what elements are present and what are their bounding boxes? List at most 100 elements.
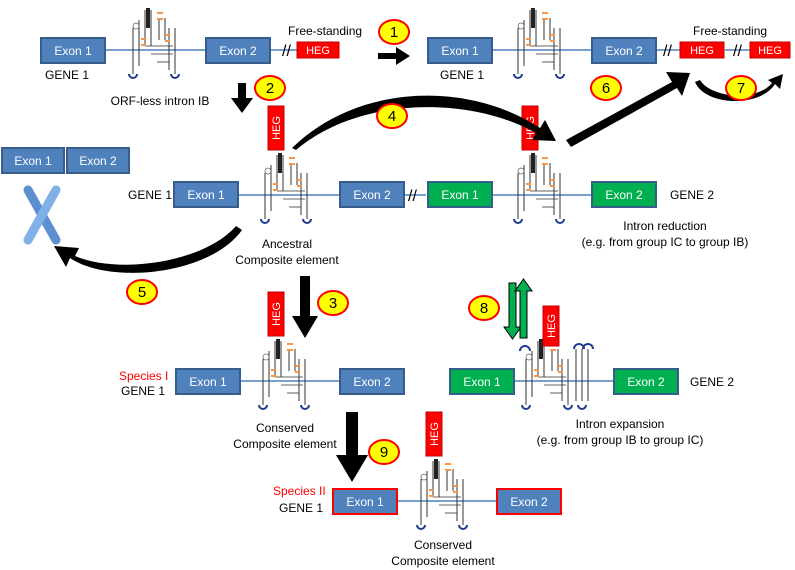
heg-label: HEG [546,314,558,338]
step-number: 6 [602,80,610,97]
step-marker: 4 [376,103,408,129]
orf-less-intron-label: ORF-less intron IB [111,94,210,108]
arrow-step-9 [336,412,368,482]
heg-label: HEG [271,302,283,326]
heg-box [296,41,340,59]
heg-label: HEG [429,422,441,446]
exon-label: Exon 2 [353,188,391,202]
species-1-construct: HEG Exon 1 Exon 2 Species I GENE 1 Conse… [119,291,405,451]
exon-label: Exon 2 [510,495,548,509]
intron-expansion-example: (e.g. from group IB to group IC) [537,433,704,447]
gene-label: GENE 1 [440,68,484,82]
conserved-label: Conserved [256,421,314,435]
step-marker: 9 [368,439,400,465]
exon-box [427,181,493,208]
step-number: 3 [329,295,337,312]
gene-label: GENE 1 [121,384,165,398]
step-marker: 5 [126,279,158,305]
intron-reduction-example: (e.g. from group IC to group IB) [582,235,749,249]
break-mark: // [733,43,742,60]
exon-box [205,37,271,64]
heg-label: HEG [690,45,714,57]
step-number: 4 [388,108,396,125]
exon-label: Exon 1 [14,154,52,168]
species-label: Species I [119,369,168,383]
arrow-step-6 [566,72,690,147]
exon-box [175,368,241,395]
free-standing-label: Free-standing [693,24,767,38]
exon-box [332,488,398,515]
step-marker: 8 [468,295,500,321]
exon-box [496,488,562,515]
break-mark: // [408,188,417,205]
step-number: 9 [380,444,388,461]
arrow-step-1 [378,47,410,65]
exon-box [1,147,65,174]
arrow-step-7 [695,74,783,102]
heg-box [425,411,443,457]
crossover-icon [23,185,61,245]
exon-label: Exon 1 [189,375,227,389]
exon-box [339,181,405,208]
exon-label: Exon 1 [54,44,92,58]
step-number: 7 [737,80,745,97]
intron-structure-icon [513,7,565,79]
heg-box [267,291,285,337]
ancestral-composite-construct: HEG HEG Exon 1 Exon 2 // Exon 1 Exon 2 G… [128,105,749,267]
free-standing-label: Free-standing [288,24,362,38]
step-marker: 7 [725,75,757,101]
ancestral-label: Ancestral [262,237,312,251]
heg-box [267,105,285,151]
arrow-step-5 [54,226,242,273]
arrow-step-2 [231,83,253,113]
recombined-exons: Exon 1 Exon 2 [1,147,130,245]
orf-less-intron-construct: Exon 1 Exon 2 GENE 1 ORF-less intron IB … [40,7,362,108]
exon-label: Exon 2 [605,44,643,58]
step-marker: 2 [254,75,286,101]
heg-box [679,41,725,59]
exon-label: Exon 1 [187,188,225,202]
exon-box [591,37,657,64]
species-2-construct: HEG Exon 1 Exon 2 Species II GENE 1 Cons… [273,411,562,568]
heg-box [542,305,560,347]
exon-label: Exon 1 [441,188,479,202]
exon-box [173,181,239,208]
gene-label: GENE 1 [279,501,323,515]
exon-label: Exon 2 [79,154,117,168]
composite-element-label: Composite element [235,253,339,267]
heg-label: HEG [271,116,283,140]
step-number: 2 [266,80,274,97]
intron-structure-icon [260,152,312,224]
step-marker: 1 [378,19,410,45]
intron-expansion-label: Intron expansion [576,417,665,431]
step-marker: 3 [317,290,349,316]
exon-label: Exon 2 [627,375,665,389]
exon-box [449,368,515,395]
gene-label: GENE 1 [45,68,89,82]
exon-box [66,147,130,174]
intron-structure-icon [520,339,593,409]
step-number: 1 [390,24,398,41]
exon-box [427,37,493,64]
exon-label: Exon 1 [441,44,479,58]
heg-label: HEG [758,45,782,57]
intron-structure-icon [128,7,180,79]
arrow-step-3 [292,276,318,338]
arrow-step-4 [292,95,556,150]
step-marker: 6 [590,75,622,101]
intron-reduction-label: Intron reduction [623,219,706,233]
intron-structure-icon [513,152,565,224]
arrow-step-8-up [514,278,533,339]
exon-box [40,37,106,64]
exon-label: Exon 2 [219,44,257,58]
exon-label: Exon 2 [605,188,643,202]
heg-box [749,41,791,59]
arrows [54,47,783,482]
step-markers: 1 2 3 4 5 6 7 8 [126,19,757,465]
exon-box [339,368,405,395]
exon-box [613,368,679,395]
break-mark: // [282,43,291,60]
gene-label: GENE 2 [670,188,714,202]
composite-element-label: Composite element [391,554,495,568]
gene-label: GENE 2 [690,375,734,389]
